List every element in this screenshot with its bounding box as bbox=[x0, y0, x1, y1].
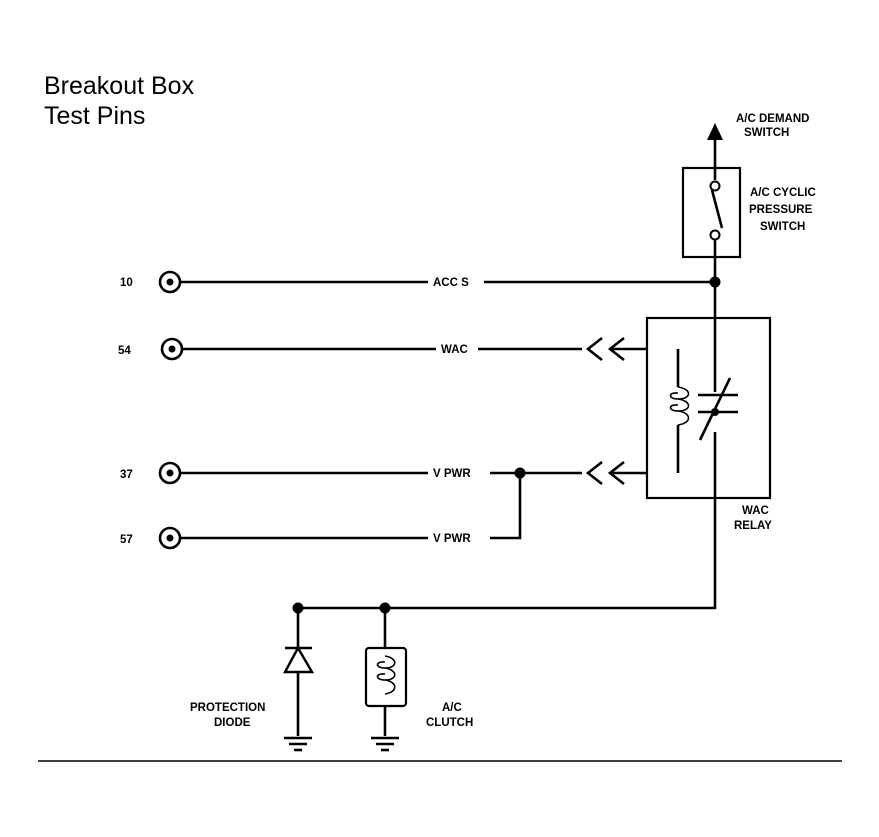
protection-diode-label-line1: PROTECTION bbox=[190, 702, 265, 714]
diode-ground-icon bbox=[284, 736, 312, 752]
ac-cyclic-label-line1: A/C CYCLIC bbox=[750, 187, 816, 199]
protection-diode-label-line2: DIODE bbox=[214, 717, 251, 729]
protection-diode-icon bbox=[282, 608, 315, 736]
diagram-title-line1: Breakout Box bbox=[44, 72, 195, 100]
vpwr-connector-icon bbox=[585, 460, 625, 486]
ac-clutch-label-line1: A/C bbox=[442, 702, 462, 714]
ac-demand-switch-label-line1: A/C DEMAND bbox=[736, 113, 809, 125]
pin-10-terminal[interactable] bbox=[158, 270, 182, 294]
vpwr-37-wire-label: V PWR bbox=[433, 468, 471, 480]
clutch-ground-icon bbox=[371, 736, 399, 752]
wac-relay-label-line2: RELAY bbox=[734, 520, 772, 532]
pin-10-number: 10 bbox=[120, 277, 133, 289]
pin-57-terminal[interactable] bbox=[158, 526, 182, 550]
relay-coil-icon bbox=[669, 386, 690, 426]
ac-demand-switch-arrow-icon bbox=[707, 123, 723, 168]
pin-37-terminal[interactable] bbox=[158, 461, 182, 485]
ac-clutch-icon bbox=[364, 608, 408, 736]
vpwr-57-wire-right bbox=[490, 473, 522, 540]
ac-cyclic-pressure-switch bbox=[681, 166, 742, 259]
ac-demand-switch-label-line2: SWITCH bbox=[744, 127, 789, 139]
wac-relay bbox=[645, 282, 772, 500]
diagram-title-line2: Test Pins bbox=[44, 102, 145, 130]
wac-connector-icon bbox=[585, 336, 625, 362]
ac-cyclic-label-line2: PRESSURE bbox=[749, 204, 813, 216]
wac-relay-label-line1: WAC bbox=[742, 505, 769, 517]
pin-37-number: 37 bbox=[120, 469, 133, 481]
acc-s-wire-label: ACC S bbox=[433, 277, 469, 289]
wac-wire-label: WAC bbox=[441, 344, 468, 356]
pin-54-number: 54 bbox=[118, 345, 131, 357]
pin-54-terminal[interactable] bbox=[160, 337, 184, 361]
load-bus-wire bbox=[298, 498, 717, 610]
ac-clutch-label-line2: CLUTCH bbox=[426, 717, 473, 729]
ac-cyclic-label-line3: SWITCH bbox=[760, 221, 805, 233]
pin-57-number: 57 bbox=[120, 534, 133, 546]
vpwr-57-wire-label: V PWR bbox=[433, 533, 471, 545]
